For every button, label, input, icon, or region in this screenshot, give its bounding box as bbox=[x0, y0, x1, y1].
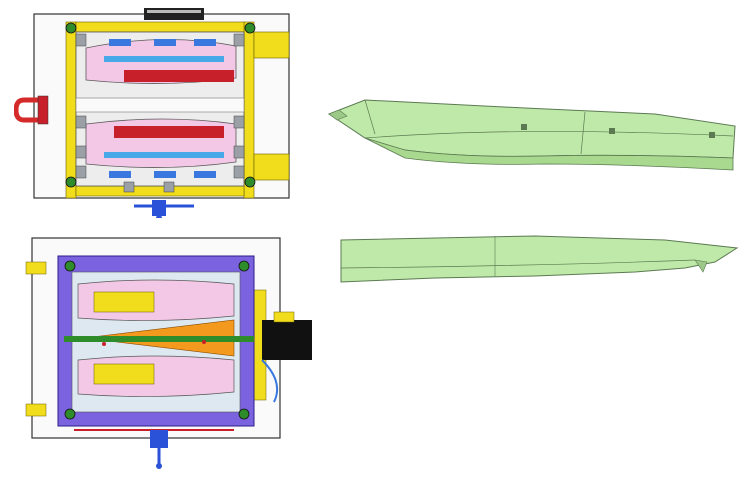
part-render-top bbox=[325, 96, 740, 186]
mold-drawing-top bbox=[14, 6, 304, 218]
part-render-side bbox=[335, 228, 740, 288]
mold-drawing-bottom bbox=[14, 232, 324, 472]
